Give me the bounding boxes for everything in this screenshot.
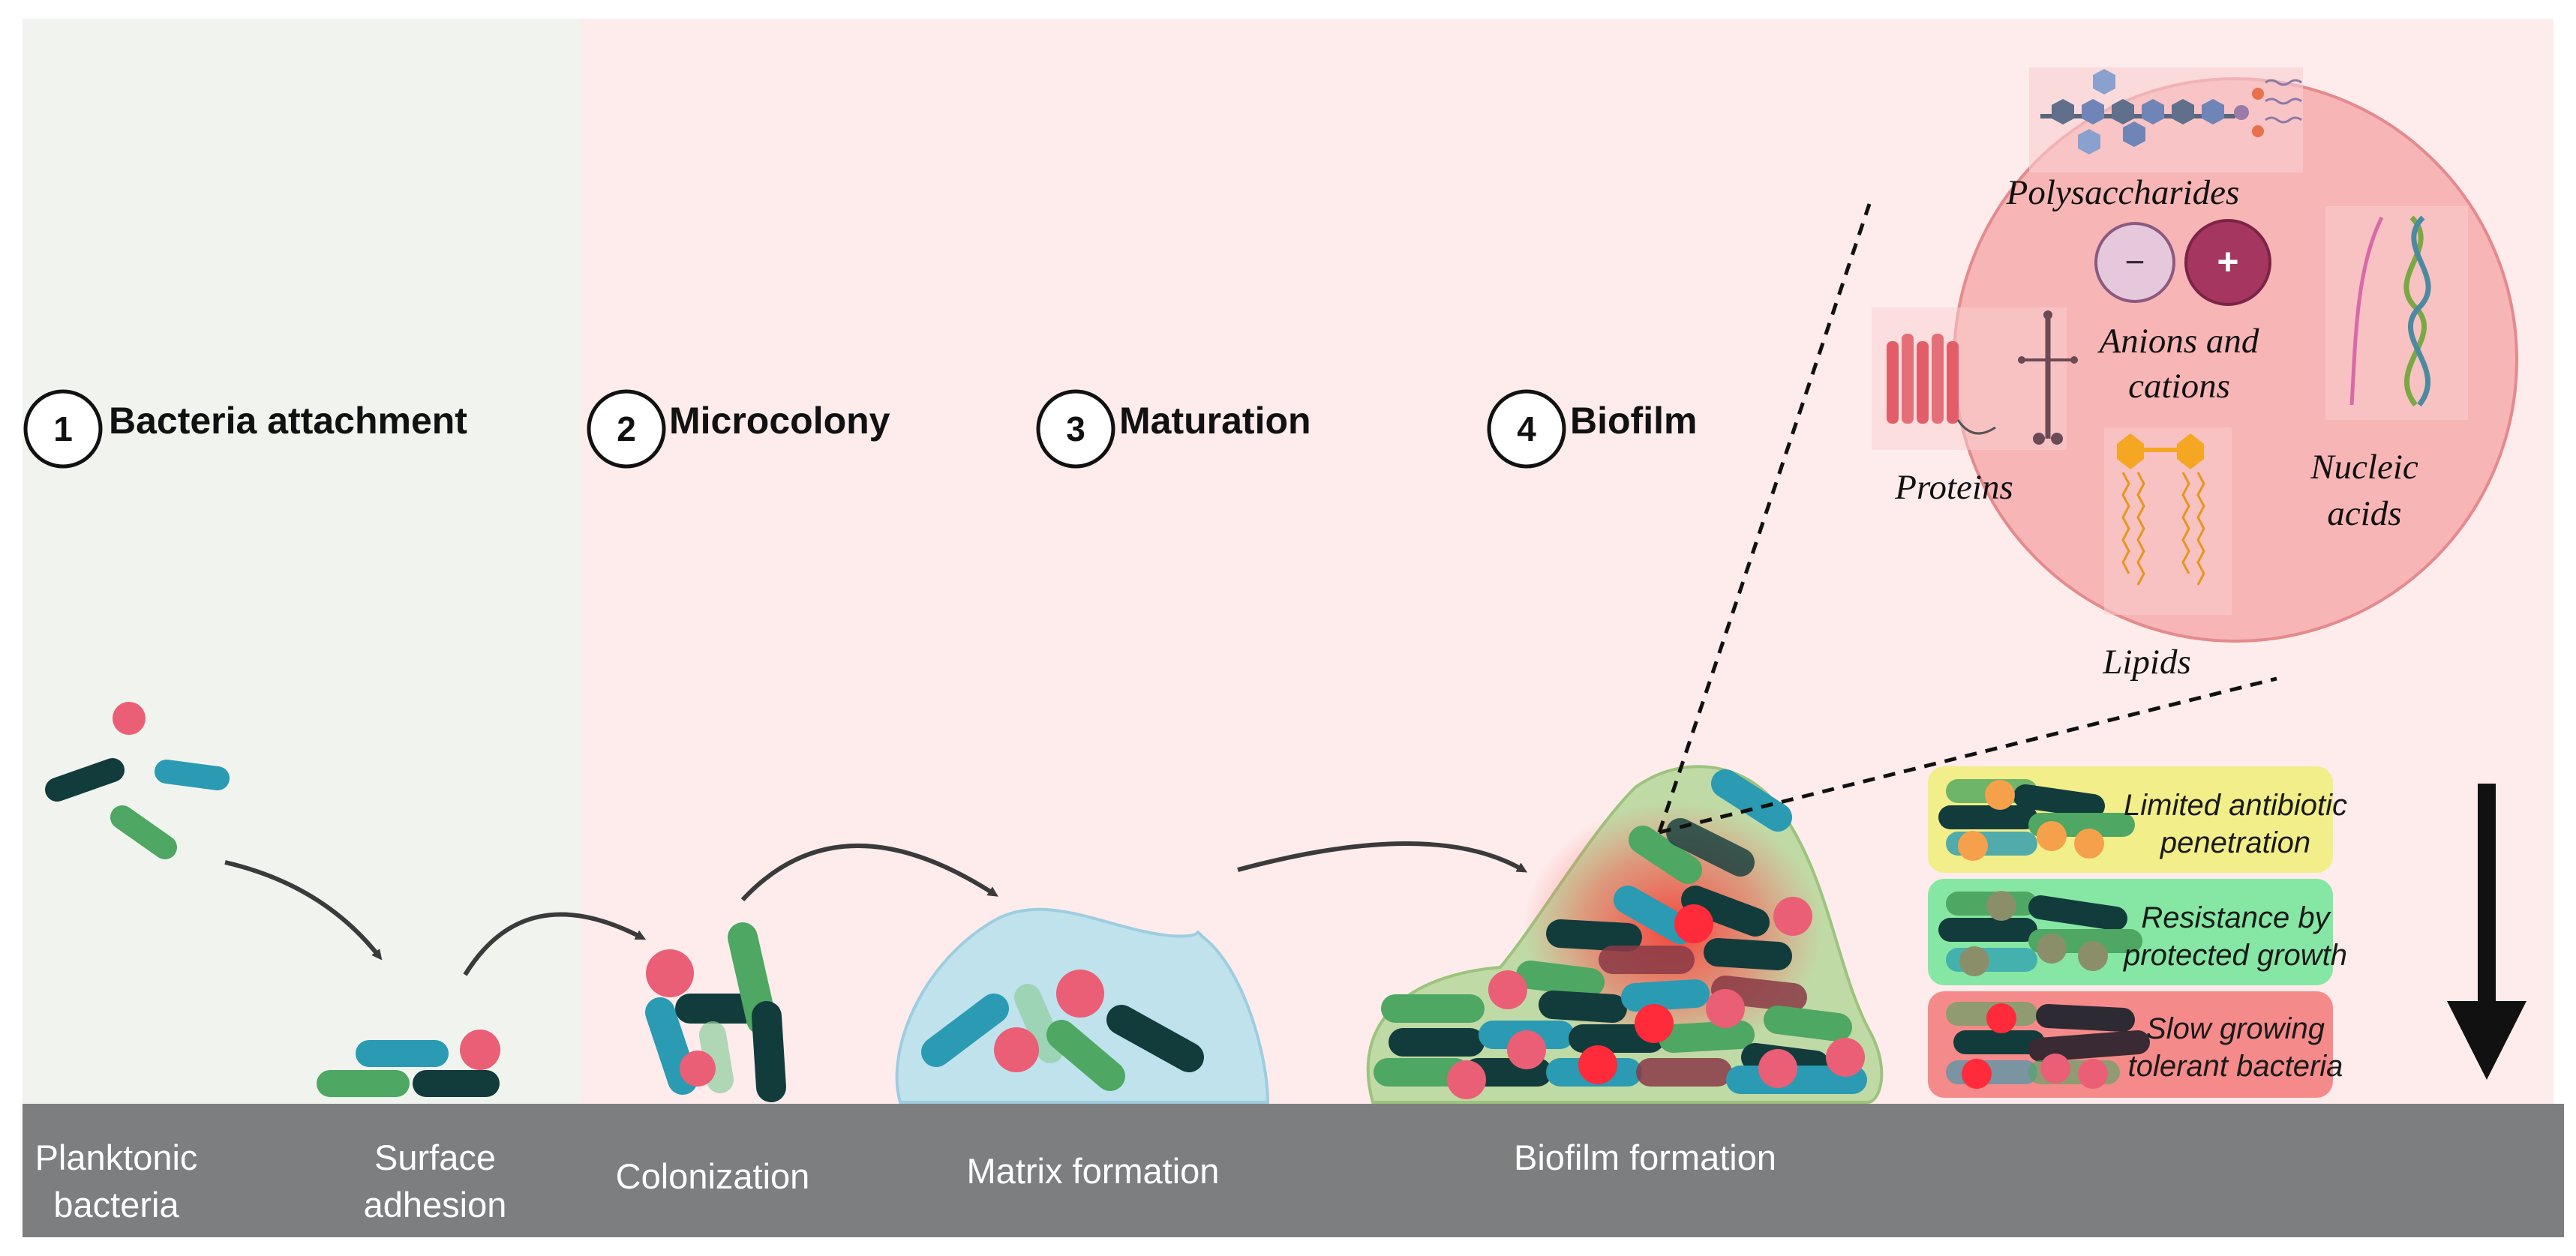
planktonic-bacteria [45, 702, 230, 859]
box-1-line2: penetration [2160, 826, 2310, 859]
ground-label-biofilm: Biofilm formation [1514, 1138, 1776, 1177]
svg-text:+: + [2217, 241, 2238, 283]
biofilm-mound [1366, 765, 1884, 1104]
anion-icon: − [2094, 222, 2175, 303]
planktonic-coccus [113, 702, 146, 735]
arrow-to-colonization [463, 912, 647, 976]
step-1-label: Bacteria attachment [109, 400, 467, 442]
svg-text:−: − [2125, 242, 2145, 281]
step-2-number: 2 [617, 409, 636, 448]
box-2-line1: Resistance by [2141, 901, 2331, 934]
step-4-label: Biofilm [1570, 400, 1697, 442]
cation-icon: + [2184, 219, 2271, 306]
matrix-blob [895, 907, 1270, 1104]
label-nucleic-line2: acids [2327, 494, 2401, 533]
resistance-box-2: Resistance by protected growth [1928, 879, 2347, 985]
zoom-line-upper [1657, 203, 1872, 833]
lipid-icon [2104, 427, 2232, 615]
planktonic-rod-teal [155, 760, 230, 790]
polysaccharide-icon [2029, 67, 2303, 172]
step-3-number: 3 [1066, 409, 1085, 448]
label-proteins: Proteins [1894, 468, 2013, 507]
step-4-header: 4 Biofilm [1487, 389, 1697, 469]
box-2-line2: protected growth [2123, 939, 2347, 972]
planktonic-rod-green [110, 805, 177, 859]
microcolony-bacteria [645, 922, 786, 1102]
box-3-line1: Slow growing [2146, 1012, 2325, 1045]
ground-label-surface-2: adhesion [364, 1185, 507, 1225]
ground-surface [23, 1104, 2564, 1237]
ground-label-planktonic-2: bacteria [53, 1185, 179, 1225]
step-3-header: 3 Maturation [1036, 389, 1311, 469]
nucleic-acid-icon [2325, 206, 2468, 420]
zoom-line-lower [1659, 676, 2277, 835]
step-1-number: 1 [53, 409, 73, 448]
resistance-box-3: Slow growing tolerant bacteria [1928, 991, 2343, 1098]
step-2-label: Microcolony [669, 400, 890, 442]
label-nucleic-line1: Nucleic [2310, 448, 2418, 487]
label-polysaccharides: Polysaccharides [2006, 173, 2240, 212]
stage1-background [23, 19, 581, 1106]
planktonic-rod-dark [45, 758, 125, 802]
adhesion-bacteria [317, 1030, 500, 1097]
arrow-to-biofilm [1237, 841, 1528, 873]
box-3-line2: tolerant bacteria [2128, 1050, 2343, 1083]
step-4-number: 4 [1517, 409, 1536, 448]
ground-label-matrix: Matrix formation [967, 1151, 1220, 1191]
step-3-label: Maturation [1119, 400, 1311, 442]
down-arrow-icon [2447, 784, 2526, 1080]
arrow-to-matrix [740, 843, 998, 902]
matrix-zoom-circle: Polysaccharides − + Anions and cations [1872, 67, 2518, 682]
label-lipids: Lipids [2102, 643, 2191, 682]
protein-icon [1872, 307, 2078, 450]
arrow-to-adhesion [224, 860, 383, 961]
label-anions-line2: cations [2128, 367, 2230, 406]
label-anions-line1: Anions and [2097, 322, 2259, 361]
step-1-header: 1 Bacteria attachment [23, 389, 467, 469]
resistance-box-1: Limited antibiotic penetration [1928, 766, 2347, 873]
ground-label-planktonic-1: Planktonic [35, 1138, 198, 1177]
ground-label-surface-1: Surface [374, 1138, 496, 1177]
ground-label-colonization: Colonization [616, 1156, 810, 1196]
step-2-header: 2 Microcolony [587, 389, 890, 469]
box-1-line1: Limited antibiotic [2124, 789, 2347, 822]
